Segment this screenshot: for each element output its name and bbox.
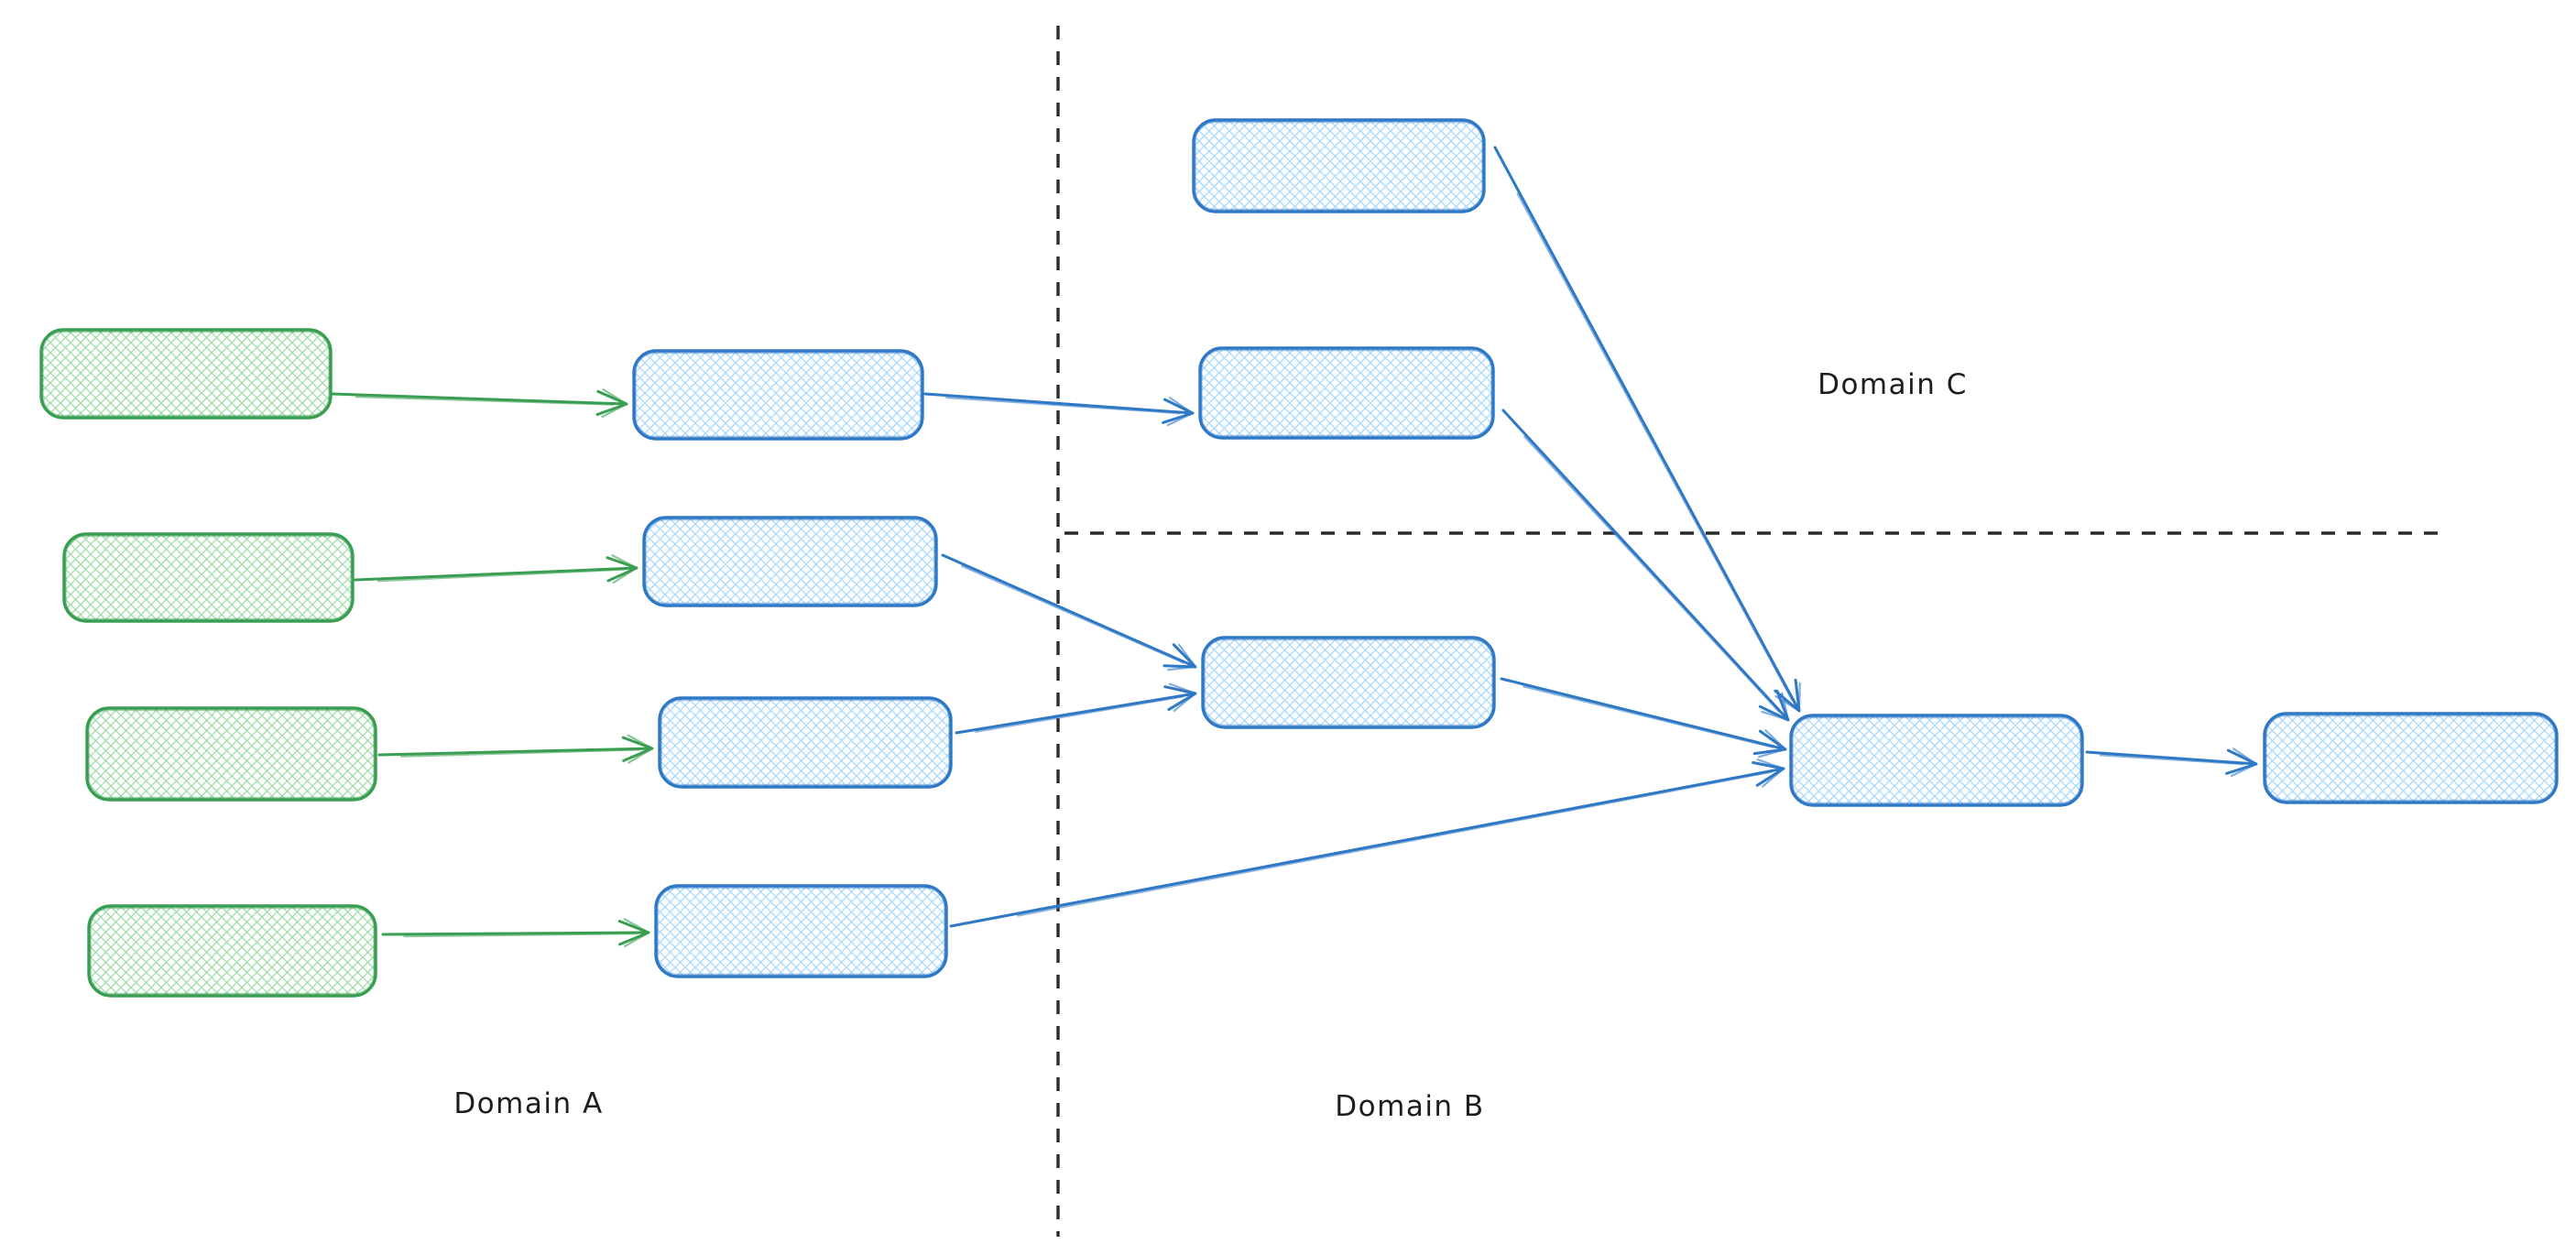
arrow-shaft-sketch: [403, 933, 638, 938]
arrow-head: [1168, 682, 1197, 713]
arrow-head: [1761, 692, 1790, 722]
node-shape: [658, 696, 953, 789]
arrow-shaft: [1501, 409, 1788, 720]
arrow-shaft-sketch: [355, 396, 615, 406]
arrow-shaft: [923, 392, 1192, 415]
node-shape-sketch: [660, 699, 950, 786]
node-shape: [632, 349, 924, 441]
arrow-shaft: [1493, 146, 1800, 710]
node-shape-sketch: [1195, 121, 1483, 211]
arrow-head: [623, 918, 650, 948]
arrow-shaft-sketch: [399, 748, 641, 758]
arrow-shaft-sketch: [2099, 754, 2244, 766]
arrow-shaft-sketch: [1017, 770, 1773, 917]
arrow-shaft: [949, 768, 1783, 928]
arrow-head: [1756, 758, 1785, 788]
arrow-shaft: [331, 392, 626, 406]
node-stage-4[interactable]: [654, 884, 948, 978]
arrow-shaft: [377, 747, 651, 757]
node-shape: [85, 706, 377, 802]
node-shape-sketch: [90, 907, 375, 995]
edges-layer: [331, 146, 2258, 948]
arrow-head: [2230, 748, 2258, 778]
arrow-head: [611, 554, 639, 584]
arrow-head: [601, 388, 628, 419]
node-shape: [642, 516, 938, 607]
node-shape-sketch: [1792, 716, 2081, 804]
arrow-shaft: [1500, 677, 1785, 750]
node-shape-sketch: [657, 887, 945, 976]
arrow-upper-2-to-main-hub[interactable]: [1501, 409, 1790, 722]
arrow-stage-2-to-mid-hub[interactable]: [941, 553, 1197, 671]
arrow-shaft-sketch: [377, 568, 626, 583]
arrow-shaft-sketch: [1516, 192, 1794, 702]
arrow-shaft: [955, 692, 1195, 735]
arrow-stage-4-to-main-hub[interactable]: [949, 758, 1785, 928]
domain-a-label[interactable]: Domain A: [453, 1087, 603, 1120]
node-shape-sketch: [42, 331, 330, 417]
arrow-shaft-sketch: [1523, 435, 1780, 713]
node-shape: [62, 532, 355, 623]
arrow-source-2-to-stage-2[interactable]: [354, 554, 639, 584]
arrow-source-3-to-stage-3[interactable]: [377, 734, 654, 764]
node-shape: [87, 904, 377, 998]
node-shape-sketch: [645, 518, 935, 605]
arrow-head: [627, 734, 654, 764]
node-source-1[interactable]: [39, 328, 333, 420]
node-stage-2[interactable]: [642, 516, 938, 607]
node-main-hub[interactable]: [1789, 714, 2084, 807]
arrow-main-hub-to-sink[interactable]: [2085, 748, 2258, 778]
arrow-shaft: [2085, 750, 2255, 766]
arrow-upper-1-to-main-hub[interactable]: [1493, 146, 1801, 713]
node-shape-sketch: [88, 709, 375, 799]
node-shape: [1789, 714, 2084, 807]
node-shape-sketch: [635, 352, 922, 438]
arrow-source-4-to-stage-4[interactable]: [381, 918, 650, 948]
arrow-shaft: [941, 553, 1195, 668]
arrow-head: [1167, 643, 1197, 671]
labels-layer: Domain A Domain B Domain C: [453, 368, 1968, 1123]
arrow-head: [1758, 729, 1787, 758]
nodes-layer: [39, 118, 2559, 998]
node-shape: [1192, 118, 1486, 213]
node-sink[interactable]: [2263, 712, 2559, 804]
arrow-shaft: [381, 931, 648, 936]
separators-layer: [1056, 26, 2446, 1237]
arrow-shaft: [354, 566, 636, 582]
node-source-2[interactable]: [62, 532, 355, 623]
domain-c-label[interactable]: Domain C: [1817, 368, 1968, 401]
arrow-shaft-sketch: [1523, 685, 1774, 748]
node-shape: [1201, 636, 1496, 729]
node-shape: [654, 884, 948, 978]
node-source-4[interactable]: [87, 904, 377, 998]
node-upper-2[interactable]: [1198, 346, 1495, 440]
arrow-shaft-sketch: [945, 397, 1181, 415]
node-shape-sketch: [65, 535, 352, 620]
node-shape: [1198, 346, 1495, 440]
arrow-stage-3-to-mid-hub[interactable]: [955, 682, 1197, 735]
node-source-3[interactable]: [85, 706, 377, 802]
node-shape: [2263, 712, 2559, 804]
arrow-stage-1-to-upper-2[interactable]: [923, 392, 1195, 427]
node-stage-3[interactable]: [658, 696, 953, 789]
node-stage-1[interactable]: [632, 349, 924, 441]
arrow-mid-hub-to-main-hub[interactable]: [1500, 677, 1787, 758]
node-shape-sketch: [2265, 715, 2556, 802]
node-mid-hub[interactable]: [1201, 636, 1496, 729]
domain-b-label[interactable]: Domain B: [1335, 1090, 1484, 1123]
arrow-shaft-sketch: [975, 695, 1184, 733]
node-upper-1[interactable]: [1192, 118, 1486, 213]
node-shape: [39, 328, 333, 420]
arrow-head: [1166, 397, 1195, 427]
node-shape-sketch: [1201, 349, 1492, 437]
arrow-source-1-to-stage-1[interactable]: [331, 388, 628, 419]
node-shape-sketch: [1204, 638, 1493, 726]
arrow-shaft-sketch: [961, 564, 1184, 664]
